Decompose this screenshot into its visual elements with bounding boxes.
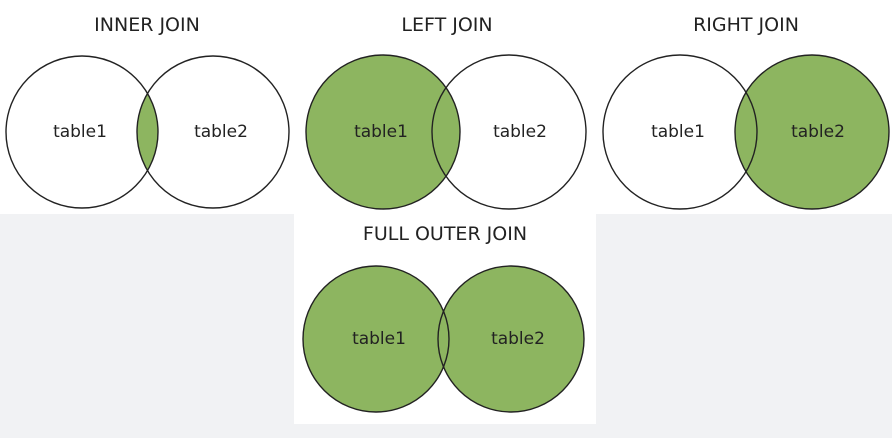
full-outer-join-table2-label: table2 bbox=[491, 329, 545, 349]
inner-join-table1-circle bbox=[5, 55, 159, 209]
full-outer-join-title: FULL OUTER JOIN bbox=[363, 223, 527, 245]
full-outer-join-table2-circle bbox=[437, 265, 585, 413]
inner-join-title: INNER JOIN bbox=[94, 14, 200, 36]
full-outer-join-table1-fill bbox=[303, 266, 449, 412]
right-join-table2-fill bbox=[735, 55, 889, 209]
left-join-table2-circle bbox=[431, 54, 587, 210]
inner-join-table2-circle bbox=[136, 55, 290, 209]
inner-join-diagram: INNER JOIN table1 table2 bbox=[5, 14, 290, 209]
left-join-table2-label: table2 bbox=[493, 122, 547, 142]
full-outer-join-table1-label: table1 bbox=[352, 329, 406, 349]
full-outer-join-table2-fill bbox=[438, 266, 584, 412]
full-outer-join-diagram: FULL OUTER JOIN table1 table2 bbox=[302, 223, 585, 413]
left-join-table1-label: table1 bbox=[354, 122, 408, 142]
right-join-title: RIGHT JOIN bbox=[693, 14, 799, 36]
right-join-table1-label: table1 bbox=[651, 122, 705, 142]
inner-join-table1-label: table1 bbox=[53, 122, 107, 142]
left-join-title: LEFT JOIN bbox=[401, 14, 492, 36]
left-join-diagram: LEFT JOIN table1 table2 bbox=[305, 14, 587, 210]
right-join-table2-label: table2 bbox=[791, 122, 845, 142]
inner-join-table2-label: table2 bbox=[194, 122, 248, 142]
left-join-table1-fill bbox=[306, 55, 460, 209]
full-outer-join-table1-circle bbox=[302, 265, 450, 413]
right-join-diagram: RIGHT JOIN table1 table2 bbox=[602, 14, 890, 210]
left-join-table1-circle bbox=[305, 54, 461, 210]
right-join-table1-circle bbox=[602, 54, 758, 210]
right-join-table2-circle bbox=[734, 54, 890, 210]
